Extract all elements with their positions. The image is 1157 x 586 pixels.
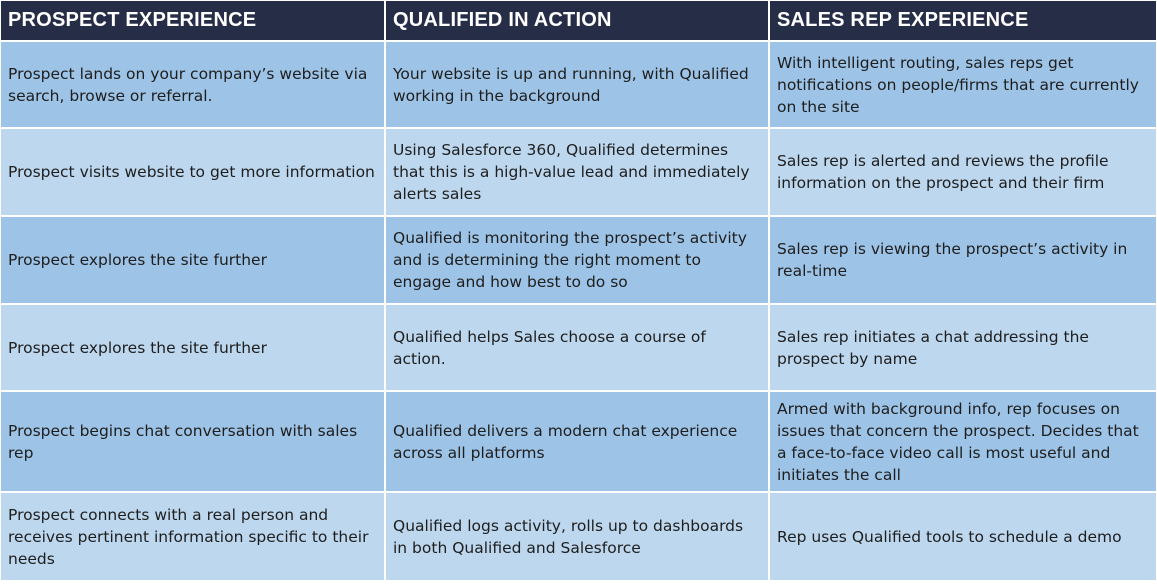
qualified-cell: Qualified helps Sales choose a course of… (386, 305, 768, 390)
qualified-cell: Using Salesforce 360, Qualified determin… (386, 129, 768, 215)
sales-rep-cell: With intelligent routing, sales reps get… (770, 42, 1156, 127)
prospect-cell: Prospect begins chat conversation with s… (1, 392, 384, 491)
table-row: Prospect begins chat conversation with s… (1, 392, 1156, 491)
sales-rep-cell: Armed with background info, rep focuses … (770, 392, 1156, 491)
qualified-cell: Your website is up and running, with Qua… (386, 42, 768, 127)
prospect-cell: Prospect explores the site further (1, 217, 384, 303)
table-row: Prospect connects with a real person and… (1, 493, 1156, 580)
prospect-cell: Prospect lands on your company’s website… (1, 42, 384, 127)
header-sales-rep-experience: SALES REP EXPERIENCE (770, 1, 1156, 40)
qualified-cell: Qualified is monitoring the prospect’s a… (386, 217, 768, 303)
qualified-cell: Qualified delivers a modern chat experie… (386, 392, 768, 491)
table-row: Prospect lands on your company’s website… (1, 42, 1156, 127)
table-row: Prospect visits website to get more info… (1, 129, 1156, 215)
sales-rep-cell: Rep uses Qualified tools to schedule a d… (770, 493, 1156, 580)
prospect-cell: Prospect connects with a real person and… (1, 493, 384, 580)
prospect-cell: Prospect visits website to get more info… (1, 129, 384, 215)
header-qualified-in-action: QUALIFIED IN ACTION (386, 1, 768, 40)
sales-rep-cell: Sales rep initiates a chat addressing th… (770, 305, 1156, 390)
prospect-cell: Prospect explores the site further (1, 305, 384, 390)
header-row: PROSPECT EXPERIENCE QUALIFIED IN ACTION … (1, 1, 1156, 40)
sales-rep-cell: Sales rep is viewing the prospect’s acti… (770, 217, 1156, 303)
sales-rep-cell: Sales rep is alerted and reviews the pro… (770, 129, 1156, 215)
header-prospect-experience: PROSPECT EXPERIENCE (1, 1, 384, 40)
qualified-cell: Qualified logs activity, rolls up to das… (386, 493, 768, 580)
